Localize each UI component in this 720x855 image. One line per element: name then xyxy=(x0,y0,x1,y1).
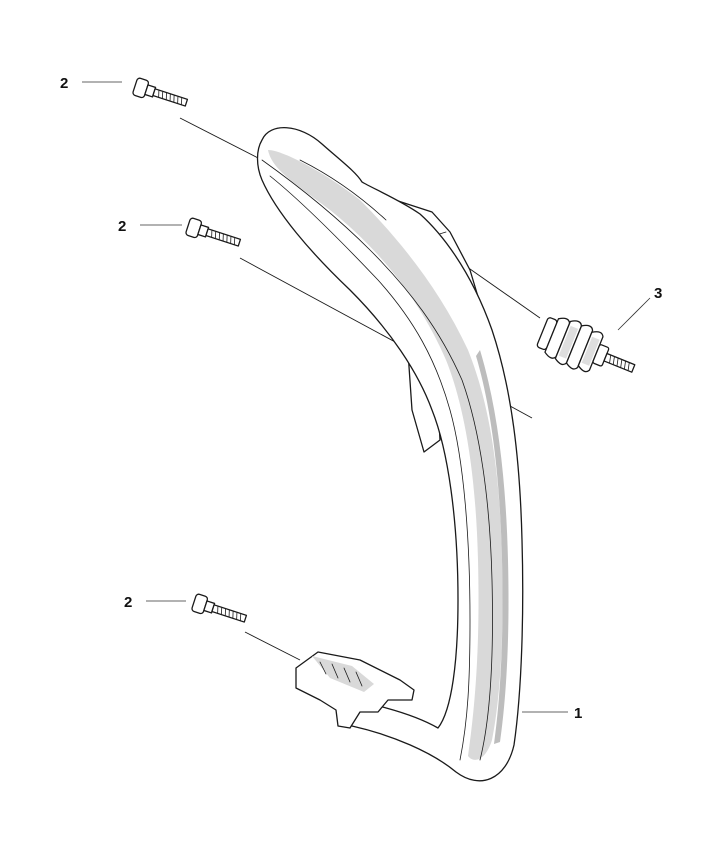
callout-label-part-2-bottom: 2 xyxy=(124,594,132,611)
callout-label-part-2-middle: 2 xyxy=(118,218,126,235)
callout-leaders xyxy=(82,81,651,713)
front-handle-part xyxy=(256,127,524,782)
screw-top xyxy=(132,77,189,107)
callout-label-part-2-top: 2 xyxy=(60,75,68,92)
anti-vibration-spring xyxy=(536,317,636,373)
screw-middle xyxy=(185,217,242,247)
callout-label-part-3: 3 xyxy=(654,285,662,302)
screw-bottom xyxy=(191,593,248,623)
callout-label-part-1: 1 xyxy=(574,705,582,722)
